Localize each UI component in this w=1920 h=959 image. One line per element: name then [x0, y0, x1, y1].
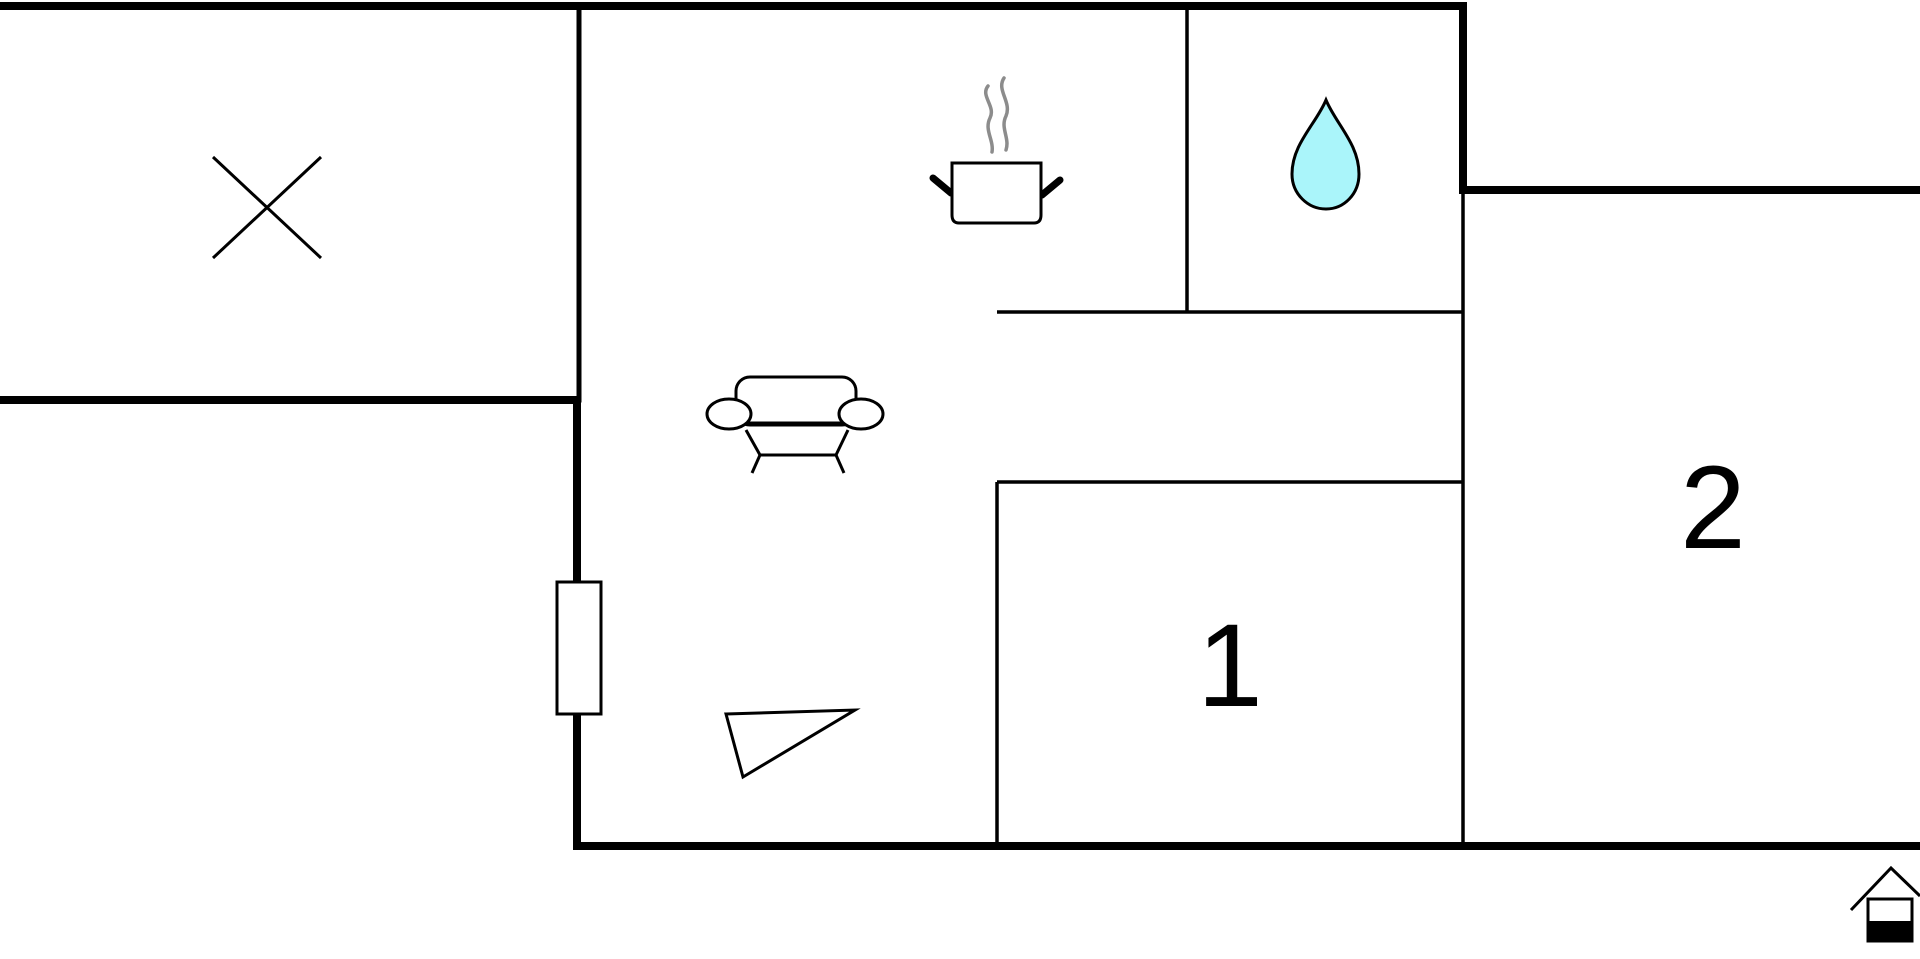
- triangle-compass-icon: [724, 708, 861, 780]
- room-label-bedroom-1: 1: [1197, 600, 1263, 732]
- room-label-bedroom-2: 2: [1680, 442, 1746, 574]
- sofa-icon: [705, 375, 885, 474]
- cooking-pot-icon: [929, 76, 1064, 225]
- cross-icon: [211, 155, 323, 260]
- house-ground-floor-icon: [1849, 865, 1920, 943]
- walls: [0, 2, 1920, 850]
- door-icon: [555, 580, 603, 716]
- water-drop-icon: [1290, 96, 1361, 211]
